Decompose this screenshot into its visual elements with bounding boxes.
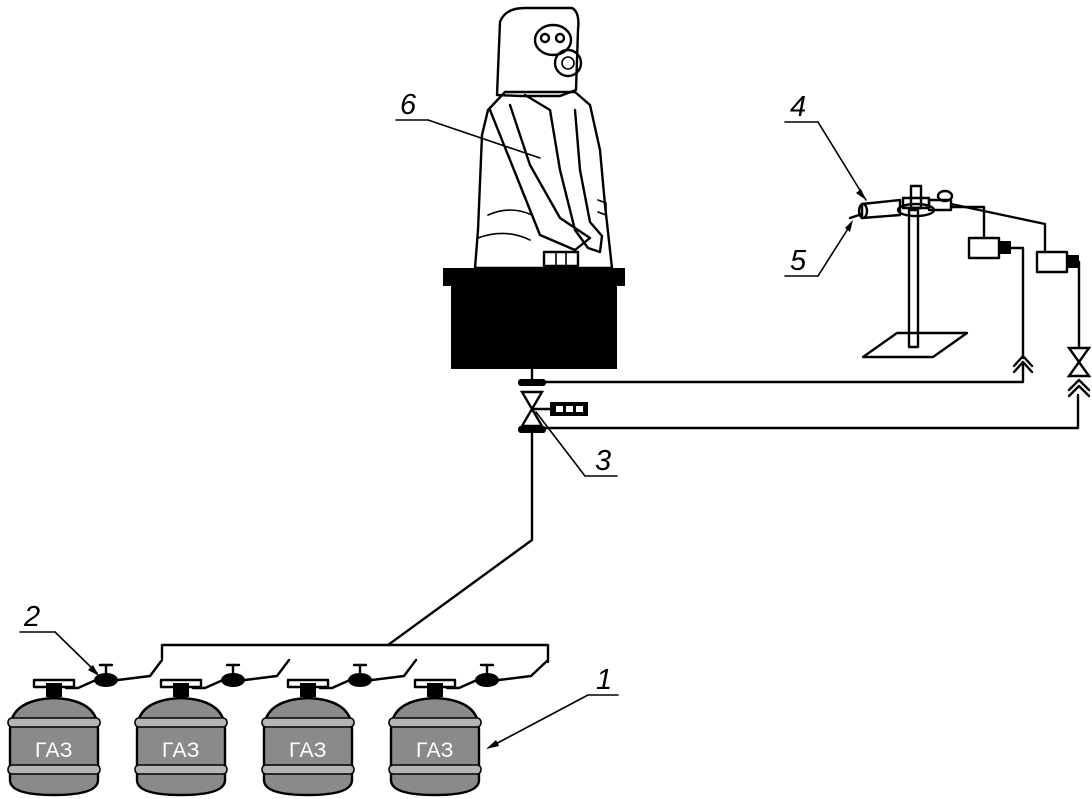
pedestal-top <box>443 268 625 286</box>
callout-4: 4 <box>790 91 806 123</box>
callout-5: 5 <box>790 245 807 277</box>
callout-6: 6 <box>400 89 417 121</box>
cylinder-label: ГАЗ <box>162 739 200 762</box>
mannequin-suit <box>443 6 625 369</box>
gas-cylinder <box>388 658 550 797</box>
callout-1: 1 <box>596 664 612 696</box>
gas-cylinders: ГАЗ ГАЗ ГАЗ ГАЗ <box>7 658 550 797</box>
gas-cylinder <box>134 658 291 797</box>
pipelines <box>160 363 1080 664</box>
cylinder-label: ГАЗ <box>289 739 327 762</box>
cylinder-label: ГАЗ <box>416 739 454 762</box>
gas-cylinder <box>7 658 164 797</box>
main-valve <box>518 367 588 433</box>
pedestal-box <box>451 284 617 369</box>
burner-stand <box>848 184 1092 398</box>
callout-2: 2 <box>23 601 40 633</box>
callouts: 6 4 5 3 2 1 <box>19 89 867 749</box>
gas-cylinder <box>261 658 418 797</box>
callout-3: 3 <box>595 445 611 477</box>
cylinder-label: ГАЗ <box>35 739 73 762</box>
